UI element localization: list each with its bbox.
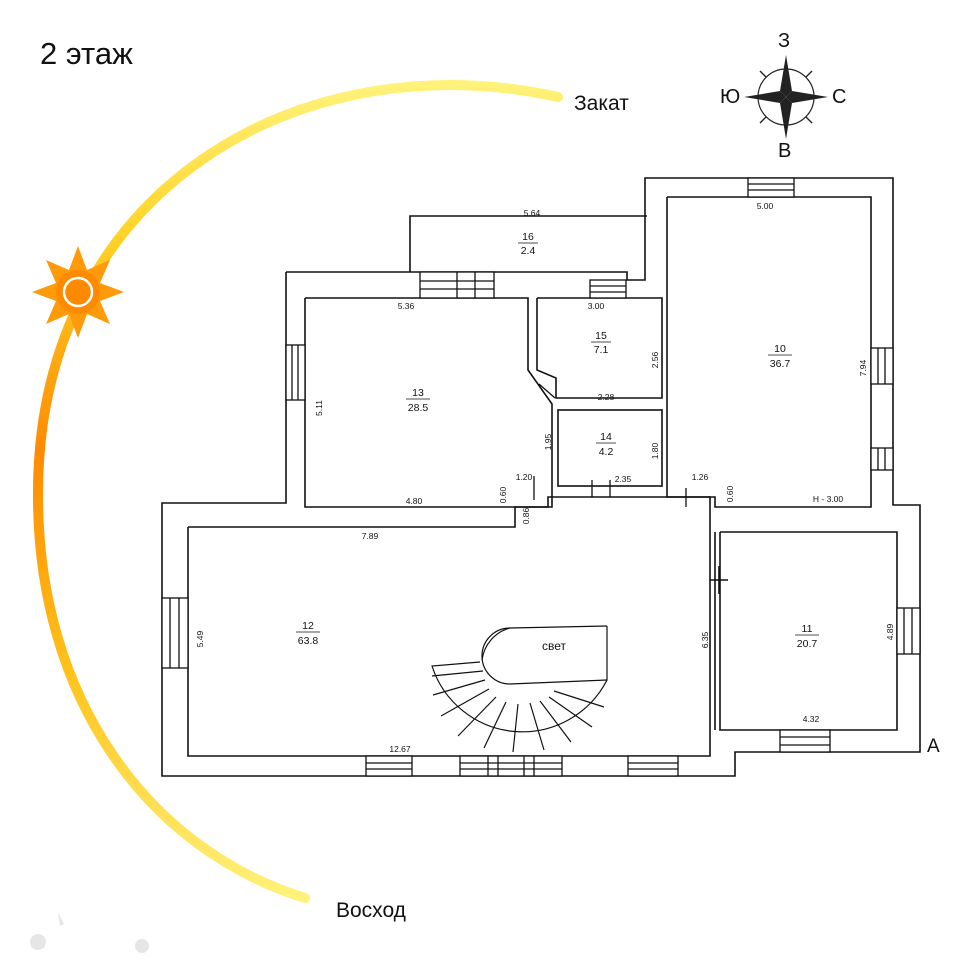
room-area: 28.5 xyxy=(408,402,429,414)
dim-r15-width: 3.00 xyxy=(588,301,605,311)
window-r13-left xyxy=(285,344,306,401)
dim-r10-height: 7.94 xyxy=(858,359,868,376)
dim-door-2: 1.26 xyxy=(692,472,709,482)
room-number: 10 xyxy=(774,343,786,355)
room-area: 2.4 xyxy=(521,245,536,257)
dim-r14-left: 1.95 xyxy=(543,433,553,450)
walls xyxy=(161,177,921,777)
stairs-light-label: свет xyxy=(542,639,567,653)
room-number: 12 xyxy=(302,620,314,632)
room-15-label: 157.1 xyxy=(591,330,611,356)
room-16-label: 162.4 xyxy=(518,231,538,257)
room-14-label: 144.2 xyxy=(596,431,616,458)
watermark-dots xyxy=(30,912,149,953)
room-area: 63.8 xyxy=(298,635,319,647)
dimension-labels: 5.64 5.00 7.94 Н - 3.00 5.36 5.11 4.80 3… xyxy=(195,201,895,754)
section-mark: A xyxy=(927,736,940,757)
dim-r12-height: 5.49 xyxy=(195,630,205,647)
window-r11-right xyxy=(896,607,921,655)
room-number: 13 xyxy=(412,387,424,399)
room-11-label: 11 20.7 xyxy=(795,623,819,650)
window-r12-bottom-1 xyxy=(365,755,413,777)
dim-r15-bottom: 2.28 xyxy=(598,392,615,402)
dim-r13-width-top: 5.36 xyxy=(398,301,415,311)
room-number: 11 xyxy=(802,623,813,635)
dim-r11-width: 4.32 xyxy=(803,714,820,724)
spiral-staircase xyxy=(431,625,608,753)
dim-door-1: 1.20 xyxy=(516,472,533,482)
compass-label-right: С xyxy=(832,86,847,108)
room-13-label: 13 28.5 xyxy=(406,387,430,414)
window-r16 xyxy=(419,271,495,299)
compass-label-top: З xyxy=(778,30,791,52)
window-r10-right-1 xyxy=(870,347,894,385)
dim-0-60-left: 0.60 xyxy=(498,486,508,503)
dim-0-60-right: 0.60 xyxy=(725,485,735,502)
compass-icon xyxy=(744,55,828,139)
sunset-label: Закат xyxy=(574,92,629,115)
dim-r14-bottom: 2.35 xyxy=(615,474,632,484)
dim-0-86: 0.86 xyxy=(521,507,531,524)
dim-r12-right: 6.35 xyxy=(700,631,710,648)
dim-r11-height: 4.89 xyxy=(885,623,895,640)
room-12-label: 12 63.8 xyxy=(296,620,320,647)
dim-r14-height: 1.80 xyxy=(650,442,660,459)
dim-r16-width: 5.64 xyxy=(524,208,541,218)
dim-r13-width-bottom: 4.80 xyxy=(406,496,423,506)
compass-label-bottom: В xyxy=(778,140,792,162)
sunrise-label: Восход xyxy=(336,899,406,922)
window-r10-top xyxy=(747,177,795,198)
room-area: 20.7 xyxy=(797,638,818,650)
sun-path-arc xyxy=(32,80,563,903)
door-marks xyxy=(533,383,687,507)
window-r12-bottom-2 xyxy=(459,755,563,777)
floor-title: 2 этаж xyxy=(40,36,133,71)
window-r11-bottom xyxy=(779,729,831,753)
dim-r12-width-bottom: 12.67 xyxy=(389,744,411,754)
room-area: 4.2 xyxy=(599,446,614,458)
room-number: 16 xyxy=(522,231,534,243)
window-r12-bottom-3 xyxy=(627,755,679,777)
room-number: 14 xyxy=(600,431,612,443)
dim-r13-height: 5.11 xyxy=(314,400,324,416)
window-r12-left xyxy=(161,597,189,669)
dim-r10-ceiling: Н - 3.00 xyxy=(813,494,844,504)
room-number: 15 xyxy=(595,330,607,342)
window-r10-right-2 xyxy=(870,447,894,471)
room-area: 36.7 xyxy=(770,358,791,370)
windows xyxy=(161,177,921,777)
dim-r15-height: 2.56 xyxy=(650,351,660,368)
compass-label-left: Ю xyxy=(720,86,741,108)
dim-r12-width-top: 7.89 xyxy=(362,531,379,541)
room-area: 7.1 xyxy=(594,344,609,356)
sun-icon xyxy=(32,246,124,338)
window-r15 xyxy=(589,279,627,299)
room-10-label: 10 36.7 xyxy=(768,343,792,370)
dim-r10-width: 5.00 xyxy=(757,201,774,211)
